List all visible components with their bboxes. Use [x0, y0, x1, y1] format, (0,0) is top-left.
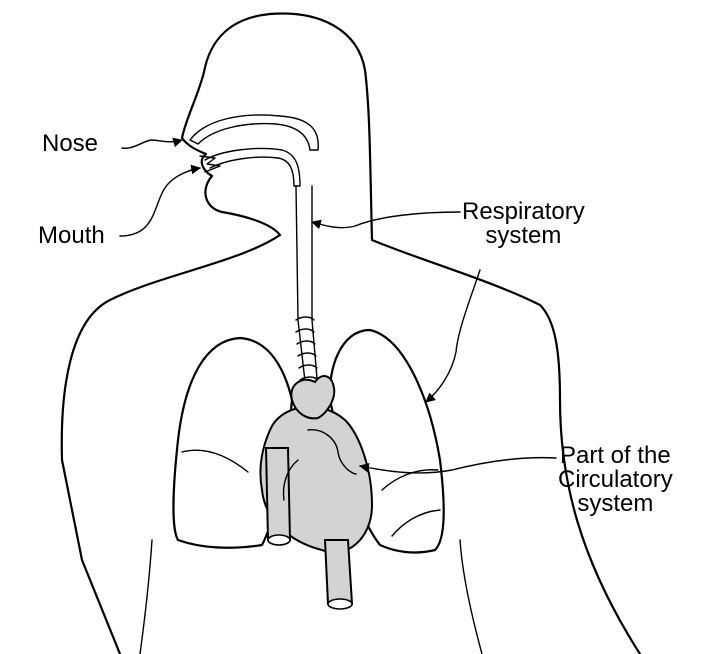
label-mouth-text: Mouth [38, 224, 105, 248]
left-lung-lobe [182, 450, 248, 472]
label-respiratory-line1: Respiratory [462, 200, 585, 224]
respiratory-arrow-lower [426, 270, 480, 402]
trachea [296, 186, 318, 390]
descending-aorta-opening [328, 599, 352, 609]
nasal-cavity [190, 115, 318, 150]
vena-cava-opening [268, 535, 290, 545]
circulatory-arrow [360, 458, 556, 473]
label-circulatory: Part of the Circulatory system [558, 444, 673, 516]
left-arm-line [140, 540, 152, 654]
label-nose-text: Nose [42, 132, 98, 156]
respiratory-arrow-upper [312, 212, 460, 228]
oral-cavity [205, 148, 300, 186]
label-circulatory-line2: Circulatory [558, 468, 673, 492]
body-outline [62, 13, 640, 654]
label-nose: Nose [42, 132, 98, 156]
descending-aorta [325, 540, 352, 604]
label-respiratory: Respiratory system [462, 200, 585, 248]
right-arm-line [460, 540, 482, 654]
vena-cava [266, 448, 290, 540]
right-lung-lobe-2 [392, 510, 440, 536]
label-respiratory-line2: system [462, 224, 585, 248]
mouth-arrow [120, 168, 200, 236]
label-circulatory-line1: Part of the [558, 444, 673, 468]
label-mouth: Mouth [38, 224, 105, 248]
label-circulatory-line3: system [558, 492, 673, 516]
nose-arrow [122, 140, 182, 148]
